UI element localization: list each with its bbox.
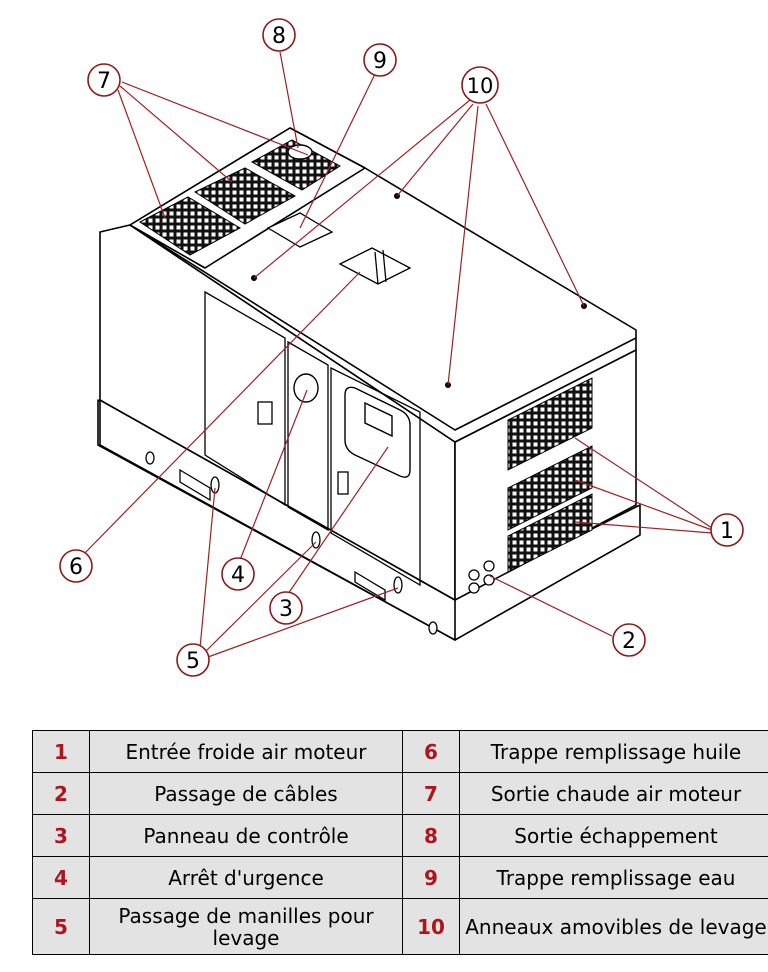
legend-number: 1 <box>32 730 90 773</box>
legend-label: Entrée froide air moteur <box>89 730 403 773</box>
callouts: 1 2 3 4 5 6 7 8 9 10 <box>59 18 744 677</box>
svg-text:7: 7 <box>97 69 111 94</box>
callout-8: 8 <box>262 18 296 52</box>
legend-label: Passage de câbles <box>89 772 403 815</box>
legend-row: 2 Passage de câbles 7 Sortie chaude air … <box>32 772 768 815</box>
legend-number: 5 <box>32 898 90 955</box>
legend-number: 8 <box>402 814 460 857</box>
cold-air-intake-grilles <box>507 377 593 573</box>
legend-row: 1 Entrée froide air moteur 6 Trappe remp… <box>32 730 768 773</box>
svg-text:3: 3 <box>279 597 293 622</box>
legend-number: 9 <box>402 856 460 899</box>
legend-number: 7 <box>402 772 460 815</box>
svg-text:6: 6 <box>69 555 83 580</box>
legend-label: Panneau de contrôle <box>89 814 403 857</box>
svg-text:9: 9 <box>373 49 387 74</box>
lifting-shackle-openings <box>145 451 438 635</box>
callout-10: 10 <box>461 66 499 104</box>
svg-text:4: 4 <box>231 563 245 588</box>
generator-diagram: 1 2 3 4 5 6 7 8 9 10 <box>59 18 744 677</box>
cable-passages <box>468 560 495 594</box>
legend-row: 5 Passage de manilles pour levage 10 Ann… <box>32 898 768 955</box>
svg-text:1: 1 <box>720 519 734 544</box>
legend-number: 4 <box>32 856 90 899</box>
callout-1: 1 <box>710 513 744 547</box>
legend-label: Passage de manilles pour levage <box>89 898 403 955</box>
leader-lines <box>81 51 713 658</box>
legend-number: 2 <box>32 772 90 815</box>
svg-text:10: 10 <box>467 74 494 98</box>
callout-5: 5 <box>176 643 210 677</box>
emergency-stop-button <box>293 373 319 403</box>
roof-hatches <box>266 212 412 285</box>
legend-label: Anneaux amovibles de levage <box>459 898 768 955</box>
legend-row: 3 Panneau de contrôle 8 Sortie échappeme… <box>32 814 768 857</box>
callout-7: 7 <box>87 63 121 97</box>
side-doors <box>204 290 421 587</box>
control-panel <box>344 386 411 478</box>
legend-label: Trappe remplissage huile <box>459 730 768 773</box>
callout-9: 9 <box>363 43 397 77</box>
legend-label: Arrêt d'urgence <box>89 856 403 899</box>
callout-4: 4 <box>221 557 255 591</box>
legend-row: 4 Arrêt d'urgence 9 Trappe remplissage e… <box>32 856 768 899</box>
legend-label: Trappe remplissage eau <box>459 856 768 899</box>
legend-table: 1 Entrée froide air moteur 6 Trappe remp… <box>32 730 768 955</box>
callout-3: 3 <box>269 591 303 625</box>
legend-number: 3 <box>32 814 90 857</box>
callout-6: 6 <box>59 549 93 583</box>
legend-label: Sortie échappement <box>459 814 768 857</box>
svg-text:2: 2 <box>622 629 636 654</box>
legend-label: Sortie chaude air moteur <box>459 772 768 815</box>
hot-air-outlet-grilles <box>139 139 341 256</box>
legend-number: 6 <box>402 730 460 773</box>
legend-number: 10 <box>402 898 460 955</box>
svg-text:8: 8 <box>272 24 286 49</box>
svg-text:5: 5 <box>186 649 200 674</box>
callout-2: 2 <box>612 623 646 657</box>
